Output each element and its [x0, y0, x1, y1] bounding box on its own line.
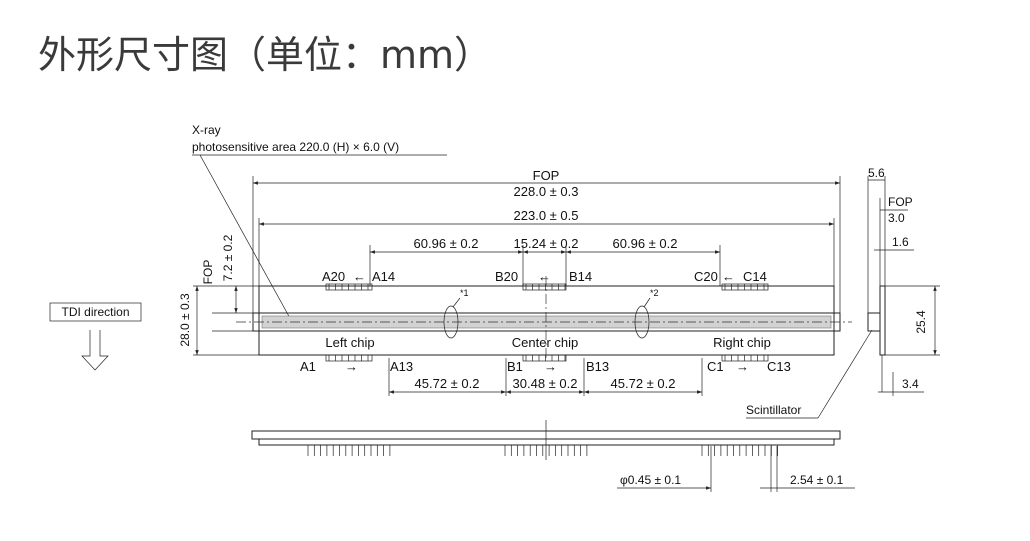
pin-a1: A1	[300, 359, 316, 374]
dim-pitch-30-48: 30.48 ± 0.2	[513, 376, 578, 391]
note-2-leader	[643, 297, 651, 308]
pin-c1: C1	[707, 359, 724, 374]
pad-strip-2-0	[721, 283, 769, 291]
dim-pitch-45-72-left: 45.72 ± 0.2	[415, 376, 480, 391]
side-dim-1-6-text: 1.6	[892, 235, 909, 249]
pin-arrow-c-bottom: →	[736, 359, 749, 374]
chip-gap-marker-1	[443, 305, 459, 339]
note-1-leader	[452, 297, 461, 308]
dim-pitch-60-96-left: 60.96 ± 0.2	[414, 236, 479, 251]
side-fop-label: FOP	[888, 195, 913, 209]
pin-arrow-a-bottom: →	[345, 359, 358, 374]
photosensitive-leader	[199, 154, 292, 321]
tdi-direction-arrow-icon	[81, 330, 109, 371]
dim-pitch-60-96-right: 60.96 ± 0.2	[613, 236, 678, 251]
fop-top-label: FOP	[533, 168, 560, 183]
pin-c13: C13	[767, 359, 791, 374]
pin-a20: A20	[322, 269, 345, 284]
pin-a14: A14	[372, 269, 395, 284]
pin-b1: B1	[507, 359, 523, 374]
dim-fop-offset: 7.2 ± 0.2	[221, 234, 235, 281]
dim-pin-diameter: φ0.45 ± 0.1	[620, 473, 681, 487]
chip-gap-marker-2	[634, 305, 650, 339]
bottom-view-pins	[307, 445, 778, 456]
side-dim-3-0-text: 3.0	[888, 211, 905, 225]
xray-label: X-ray	[192, 123, 221, 137]
page-title: 外形尺寸图（单位：mm）	[38, 33, 493, 77]
dim-length-223: 223.0 ± 0.5	[514, 208, 579, 223]
note-2: *2	[650, 288, 659, 298]
dim-pitch-45-72-right: 45.72 ± 0.2	[611, 376, 676, 391]
side-dim-3-4-text: 3.4	[902, 377, 919, 391]
photosensitive-area-label: photosensitive area 220.0 (H) × 6.0 (V)	[192, 140, 399, 154]
side-dim-5-6-text: 5.6	[868, 166, 885, 180]
side-dim-25-4-text: 25.4	[914, 310, 928, 334]
pin-arrow-a: ←	[353, 269, 366, 284]
pin-b13: B13	[586, 359, 609, 374]
note-1: *1	[460, 288, 469, 298]
pad-strip-1-0	[522, 283, 567, 291]
side-fop-plate	[879, 285, 886, 356]
pin-arrow-c: ←	[722, 269, 735, 284]
scintillator-label: Scintillator	[746, 403, 801, 417]
center-chip-label: Center chip	[512, 335, 578, 350]
pin-c14: C14	[743, 269, 767, 284]
bottom-view-board	[258, 438, 835, 446]
scintillator-leader	[817, 329, 873, 419]
left-chip-label: Left chip	[325, 335, 374, 350]
right-chip-label: Right chip	[713, 335, 771, 350]
dim-pin-pitch: 2.54 ± 0.1	[790, 473, 844, 487]
dim-fop-length: 228.0 ± 0.3	[514, 184, 579, 199]
pad-strip-0-0	[325, 283, 373, 291]
pin-arrow-b: ←	[538, 269, 551, 284]
pin-arrow-b-bottom: →	[544, 359, 557, 374]
dim-height-28: 28.0 ± 0.3	[178, 293, 192, 347]
side-view: 5.6 FOP 3.0 1.6 25.4 3.4	[867, 166, 940, 396]
pin-b20: B20	[495, 269, 518, 284]
fop-vertical-label: FOP	[201, 260, 215, 285]
tdi-direction-box	[49, 302, 142, 322]
pin-c20: C20	[694, 269, 718, 284]
pin-a13: A13	[390, 359, 413, 374]
pin-b14: B14	[569, 269, 592, 284]
tdi-direction-label: TDI direction	[61, 305, 129, 319]
sensor-body	[258, 285, 835, 356]
side-body	[867, 312, 881, 332]
dim-pitch-15-24: 15.24 ± 0.2	[514, 236, 579, 251]
